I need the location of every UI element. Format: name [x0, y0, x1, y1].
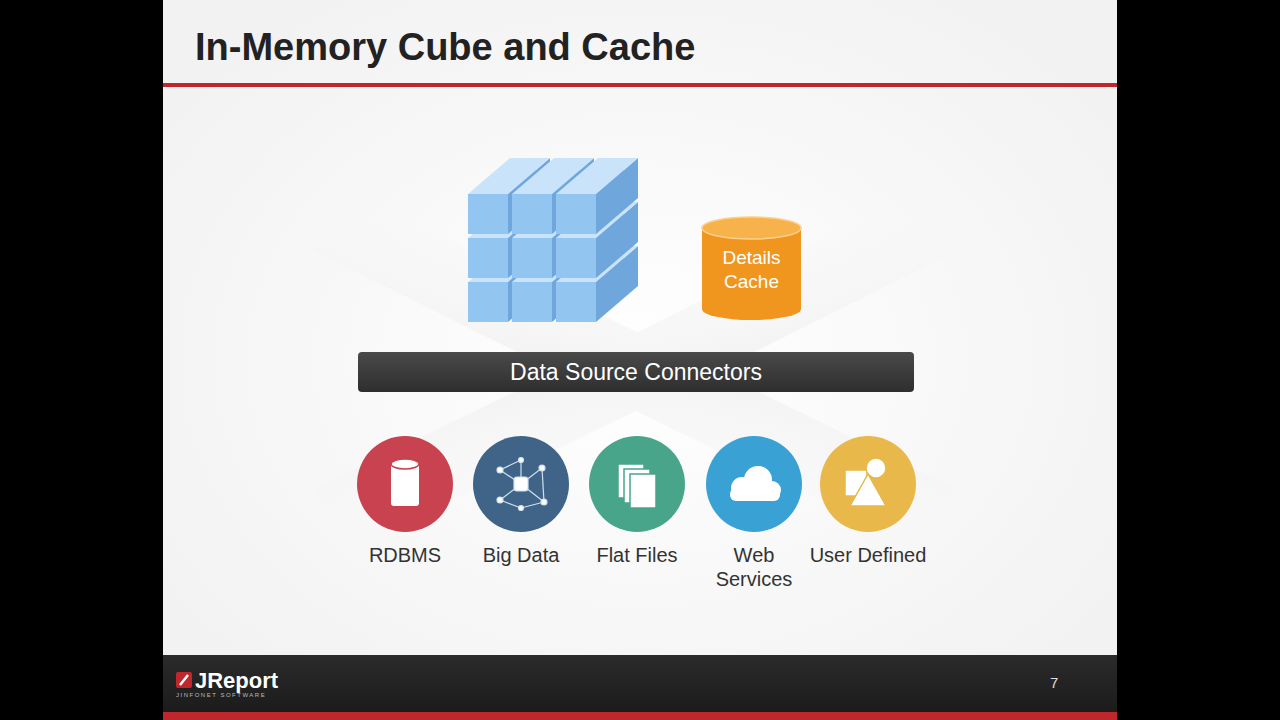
cube-top	[570, 170, 624, 182]
circle-shape	[706, 436, 802, 532]
title-rule	[163, 83, 1117, 87]
cube-top	[556, 182, 610, 194]
slide-title: In-Memory Cube and Cache	[195, 26, 695, 69]
circle-shape	[589, 436, 685, 532]
cube-top	[482, 170, 536, 182]
cube-illustration	[468, 158, 638, 322]
cube-top	[584, 158, 638, 170]
cube-cell	[556, 182, 610, 234]
source-label: Big Data	[461, 543, 581, 567]
cube-front	[468, 194, 508, 234]
source-circle: Big Data	[461, 436, 581, 601]
cube-top	[540, 158, 594, 170]
logo-subtext: JINFONET SOFTWARE	[176, 692, 266, 698]
cube-front	[556, 238, 596, 278]
circle-shape	[820, 436, 916, 532]
cube-top	[468, 182, 522, 194]
cylinder-body	[702, 227, 801, 320]
cube-top	[512, 182, 566, 194]
source-label: Web Services	[694, 543, 814, 591]
source-circle: User Defined	[808, 436, 928, 601]
cube-front	[512, 238, 552, 278]
logo-text: JReport	[195, 668, 278, 694]
cache-cylinder: Details Cache	[700, 216, 803, 320]
cube-front	[512, 194, 552, 234]
cube-front	[468, 238, 508, 278]
connector-band: Data Source Connectors	[358, 352, 914, 392]
source-label: Flat Files	[577, 543, 697, 567]
footer-stripe	[163, 712, 1117, 720]
source-label: User Defined	[808, 543, 928, 567]
logo-mark	[176, 672, 192, 688]
band-label: Data Source Connectors	[510, 359, 762, 386]
circle-shape	[473, 436, 569, 532]
footer-bar	[163, 655, 1117, 713]
source-circle: Flat Files	[577, 436, 697, 601]
slide	[163, 0, 1117, 720]
cube-front	[468, 282, 508, 322]
circle-shape	[357, 436, 453, 532]
page-number: 7	[1050, 674, 1058, 691]
cylinder-top	[702, 217, 801, 239]
cache-label: Details Cache	[710, 246, 793, 294]
cube-front	[556, 282, 596, 322]
source-circle: Web Services	[694, 436, 814, 601]
cube-front	[512, 282, 552, 322]
cube-top	[526, 170, 580, 182]
source-label: RDBMS	[345, 543, 465, 567]
cube-top	[496, 158, 550, 170]
cube-front	[556, 194, 596, 234]
source-circle: RDBMS	[345, 436, 465, 601]
